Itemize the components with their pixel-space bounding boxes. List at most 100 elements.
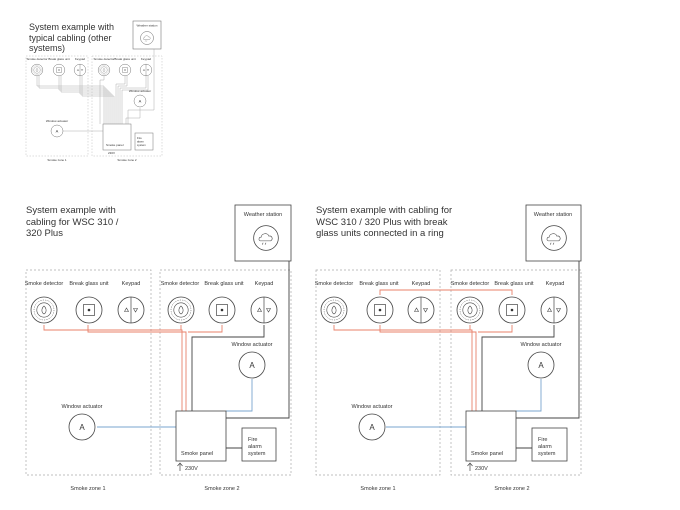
thumb-label-actuator-1: Window actuator (46, 119, 68, 123)
thumb-fire-alarm-label-2: alarm (137, 140, 145, 144)
left-weather-station (234, 204, 292, 262)
right-z1-actuator-label: Window actuator (352, 404, 393, 410)
left-smoke-panel-label: Smoke panel (181, 451, 213, 457)
diagram-right: Weather station Smoke detector Break gla… (315, 204, 582, 492)
thumb-keypad-1 (73, 63, 87, 77)
thumb-smoke-panel-label: Smoke panel (106, 143, 124, 147)
thumb-zone2-label: Smoke zone 2 (117, 158, 137, 162)
left-voltage-label: 230V (185, 466, 198, 472)
right-z2-actuator-label: Window actuator (521, 342, 562, 348)
left-zone1-frame (25, 269, 152, 476)
right-z2-actuator-letter: A (538, 361, 544, 370)
thumb-label-smoke-1: Smoke detector (26, 57, 47, 61)
left-z1-window-actuator (68, 413, 96, 441)
right-z2-smoke-label: Smoke detector (451, 281, 490, 287)
thumb-smoke-detector-2 (97, 63, 111, 77)
diagram-right-title: System example with cabling for WSC 310 … (316, 205, 453, 239)
left-zone1-label: Smoke zone 1 (70, 486, 105, 492)
right-z1-keypad-label: Keypad (412, 281, 431, 287)
thumb-fire-alarm-label-3: system (137, 143, 147, 147)
thumb-window-actuator-2 (133, 94, 147, 108)
thumb-window-actuator-1 (50, 124, 64, 138)
left-z2-smoke-label: Smoke detector (161, 281, 200, 287)
right-fire-alarm-line2: alarm (538, 444, 552, 450)
left-z2-smoke-detector-icon (167, 296, 195, 324)
thumb-smoke-panel (102, 123, 132, 151)
right-smoke-panel-label: Smoke panel (471, 451, 503, 457)
right-z2-break-glass-icon (498, 296, 526, 324)
thumb-fire-alarm-box (134, 132, 154, 151)
right-cables (333, 261, 580, 449)
thumb-label-break-1: Break glass unit (48, 57, 70, 61)
left-fire-alarm-line2: alarm (248, 444, 262, 450)
right-z1-smoke-label: Smoke detector (315, 281, 354, 287)
right-fire-alarm-line1: Fire (538, 437, 547, 443)
thumb-weather-icon (140, 31, 154, 45)
right-z1-break-label: Break glass unit (359, 281, 399, 287)
thumb-cables (36, 49, 155, 132)
left-z2-actuator-letter: A (249, 361, 255, 370)
right-z1-smoke-detector-icon (320, 296, 348, 324)
right-z2-window-actuator (527, 351, 555, 379)
right-z1-window-actuator (358, 413, 386, 441)
thumb-zone2 (91, 55, 163, 157)
left-z1-smoke-label: Smoke detector (25, 281, 64, 287)
thumb-break-glass-2 (118, 63, 132, 77)
right-power-arrow-icon (467, 462, 473, 471)
thumb-label-keypad-1: Keypad (75, 57, 86, 61)
right-zone2-frame (450, 269, 582, 476)
left-z1-actuator-label: Window actuator (62, 404, 103, 410)
right-zone1-label: Smoke zone 1 (360, 486, 395, 492)
right-z2-keypad-label: Keypad (546, 281, 565, 287)
thumb-keypad-2 (139, 63, 153, 77)
left-z1-keypad-icon (117, 296, 145, 324)
right-z1-break-glass-icon (366, 296, 394, 324)
thumb-label-actuator-2: Window actuator (129, 89, 151, 93)
right-z2-keypad-icon (540, 296, 568, 324)
right-smoke-panel (465, 410, 517, 462)
right-voltage-label: 230V (475, 466, 488, 472)
thumbnail-diagram: Weather station Smoke detector Break gla… (25, 20, 163, 162)
left-z1-smoke-detector-icon (30, 296, 58, 324)
right-weather-station-label: Weather station (534, 212, 572, 218)
left-z1-break-label: Break glass unit (69, 281, 109, 287)
left-power-arrow-icon (177, 462, 183, 471)
right-fire-alarm-line3: system (538, 451, 556, 457)
right-zone1-frame (315, 269, 441, 476)
right-z2-break-label: Break glass unit (494, 281, 534, 287)
thumb-break-glass-1 (52, 63, 66, 77)
right-z1-actuator-letter: A (369, 423, 375, 432)
left-z1-keypad-label: Keypad (122, 281, 141, 287)
right-z1-keypad-icon (407, 296, 435, 324)
thumb-label-keypad-2: Keypad (141, 57, 152, 61)
left-z1-actuator-letter: A (79, 423, 85, 432)
left-zone2-label: Smoke zone 2 (204, 486, 239, 492)
thumb-smoke-detector-1 (30, 63, 44, 77)
left-smoke-panel (175, 410, 227, 462)
left-weather-station-label: Weather station (244, 212, 282, 218)
thumb-weather-label: Weather station (137, 24, 158, 28)
left-z1-break-glass-icon (75, 296, 103, 324)
thumb-zone1 (25, 55, 89, 157)
thumb-voltage: 230V (108, 151, 115, 155)
left-z2-window-actuator (238, 351, 266, 379)
thumbnail-title: System example with typical cabling (oth… (29, 22, 115, 53)
thumb-fire-alarm-label: Fire (137, 136, 142, 140)
left-z2-break-label: Break glass unit (204, 281, 244, 287)
right-zone2-label: Smoke zone 2 (494, 486, 529, 492)
left-fire-alarm-system (241, 427, 277, 462)
diagram-left: Weather station Smoke detector Break gla… (25, 204, 292, 492)
left-z2-break-glass-icon (208, 296, 236, 324)
right-weather-station (525, 204, 582, 262)
left-fire-alarm-line1: Fire (248, 437, 257, 443)
thumb-actuator-letter-2: A (139, 99, 142, 104)
thumb-weather-station-box (132, 20, 162, 50)
thumb-actuator-letter-1: A (56, 129, 59, 134)
left-fire-alarm-line3: system (248, 451, 266, 457)
right-z2-smoke-detector-icon (456, 296, 484, 324)
thumb-label-smoke-2: Smoke detector (93, 57, 114, 61)
thumb-zone1-label: Smoke zone 1 (47, 158, 67, 162)
left-z2-keypad-icon (250, 296, 278, 324)
left-z2-actuator-label: Window actuator (232, 342, 273, 348)
